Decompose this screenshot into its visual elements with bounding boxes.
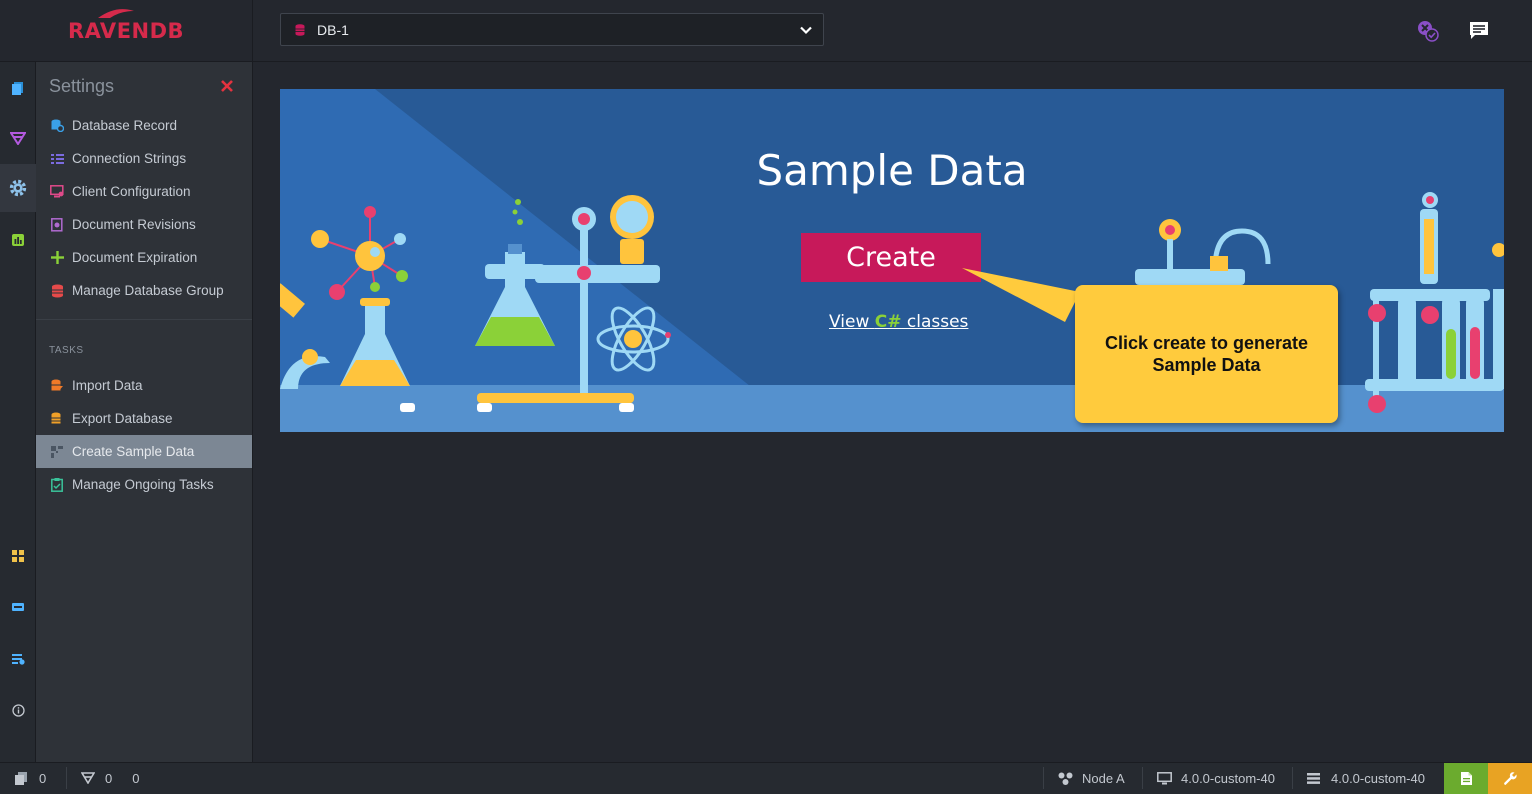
notifications-button[interactable] <box>1466 18 1492 44</box>
rail-documents[interactable] <box>0 64 36 112</box>
support-button[interactable] <box>1488 763 1532 794</box>
tasks-item-manage-ongoing-tasks[interactable]: Manage Ongoing Tasks <box>36 468 252 501</box>
status-bar: 0 0 0 Node A 4.0.0-custom-40 4.0.0-custo… <box>0 762 1532 794</box>
tutorial-callout: Click create to generate Sample Data <box>1075 285 1338 423</box>
settings-item-label: Database Record <box>72 118 178 133</box>
chat-bubble-icon <box>1470 22 1488 39</box>
rail-stats[interactable] <box>0 216 36 264</box>
license-button[interactable] <box>1444 763 1488 794</box>
indexes-icon <box>81 772 95 784</box>
client-version: 4.0.0-custom-40 <box>1181 770 1275 786</box>
view-link-suffix: classes <box>901 312 969 332</box>
status-divider <box>1043 767 1044 789</box>
settings-item-connection-strings[interactable]: Connection Strings <box>36 142 252 175</box>
node-tag: Node A <box>1082 770 1125 786</box>
rail-server-dashboard[interactable] <box>0 532 36 580</box>
create-sample-data-icon <box>50 445 64 459</box>
logo-area[interactable]: RAVENDB <box>0 0 253 62</box>
wrench-icon <box>1503 772 1517 785</box>
top-bar: RAVENDB DB-1 <box>0 0 1532 62</box>
cluster-status-button[interactable] <box>1415 18 1441 44</box>
tasks-item-export-database[interactable]: Export Database <box>36 402 252 435</box>
section-divider <box>36 319 252 320</box>
close-icon[interactable] <box>220 79 234 93</box>
node-tag-cell[interactable]: Node A <box>1058 763 1125 793</box>
rail-settings[interactable] <box>0 164 36 212</box>
plus-icon <box>50 251 64 265</box>
database-name: DB-1 <box>317 21 349 38</box>
settings-item-label: Manage Database Group <box>72 283 224 298</box>
documents-icon <box>15 771 27 785</box>
callout-pointer <box>962 268 1080 322</box>
server-version-cell[interactable]: 4.0.0-custom-40 <box>1307 763 1425 793</box>
rail-databases[interactable] <box>0 635 36 683</box>
monitor-icon <box>1157 771 1172 784</box>
panel-title: Settings <box>49 76 115 96</box>
tasks-section-label: TASKS <box>49 345 84 356</box>
documents-count: 0 <box>39 770 47 786</box>
indexes-count: 0 <box>105 770 113 786</box>
ravendb-logo: RAVENDB <box>67 9 185 43</box>
settings-item-document-expiration[interactable]: Document Expiration <box>36 241 252 274</box>
view-link-language: C# <box>874 312 902 332</box>
server-list-icon <box>1307 772 1320 784</box>
server-icon <box>12 603 24 611</box>
connection-strings-icon <box>50 152 64 166</box>
status-divider <box>66 767 67 789</box>
status-divider <box>1142 767 1143 789</box>
settings-item-manage-database-group[interactable]: Manage Database Group <box>36 274 252 307</box>
tasks-item-label: Import Data <box>72 378 143 393</box>
database-icon <box>295 23 305 36</box>
tasks-item-import-data[interactable]: Import Data <box>36 369 252 402</box>
settings-item-client-configuration[interactable]: Client Configuration <box>36 175 252 208</box>
gear-icon <box>9 179 27 197</box>
settings-item-database-record[interactable]: Database Record <box>36 109 252 142</box>
settings-panel: Settings Database Record Connection Stri… <box>36 62 253 762</box>
documents-icon <box>12 82 23 95</box>
settings-item-label: Document Revisions <box>72 217 196 232</box>
tasks-item-create-sample-data[interactable]: Create Sample Data <box>36 435 252 468</box>
dashboard-icon <box>12 550 24 562</box>
client-version-cell[interactable]: 4.0.0-custom-40 <box>1157 763 1275 793</box>
indexes-errors-count: 0 <box>132 770 140 786</box>
settings-item-label: Document Expiration <box>72 250 198 265</box>
server-version: 4.0.0-custom-40 <box>1331 770 1425 786</box>
database-group-icon <box>50 284 64 298</box>
main-nav-rail <box>0 62 36 762</box>
info-icon <box>11 703 25 717</box>
database-selector[interactable]: DB-1 <box>280 13 824 46</box>
document-revisions-icon <box>50 217 64 232</box>
status-divider <box>1292 767 1293 789</box>
settings-item-label: Connection Strings <box>72 151 187 166</box>
callout-text: Click create to generate Sample Data <box>1104 333 1309 375</box>
raven-wing-icon <box>97 9 134 18</box>
documents-count-cell[interactable]: 0 <box>15 763 46 793</box>
import-data-icon <box>50 379 64 393</box>
database-record-icon <box>50 119 64 133</box>
ongoing-tasks-icon <box>50 477 64 492</box>
indexes-icon <box>10 132 26 145</box>
license-document-icon <box>1460 772 1472 785</box>
view-link-prefix: View <box>829 312 875 332</box>
chevron-down-icon <box>800 26 812 35</box>
stats-icon <box>12 234 24 246</box>
export-database-icon <box>50 412 64 426</box>
indexes-count-cell[interactable]: 0 0 <box>81 763 139 793</box>
create-sample-data-button[interactable]: Create <box>801 233 981 282</box>
logo-text: RAVENDB <box>67 19 185 43</box>
rail-indexes[interactable] <box>0 114 36 162</box>
tasks-item-label: Manage Ongoing Tasks <box>72 477 214 492</box>
view-csharp-classes-link[interactable]: View C# classes <box>829 312 968 332</box>
cluster-status-icon <box>1418 21 1439 42</box>
databases-list-icon <box>11 654 25 665</box>
tasks-item-label: Export Database <box>72 411 173 426</box>
banner-title: Sample Data <box>756 146 1028 195</box>
rail-about[interactable] <box>0 686 36 734</box>
rail-manage-server[interactable] <box>0 583 36 631</box>
settings-item-label: Client Configuration <box>72 184 191 199</box>
tasks-item-label: Create Sample Data <box>72 444 195 459</box>
client-configuration-icon <box>50 185 64 199</box>
cluster-node-icon <box>1058 772 1073 785</box>
settings-item-document-revisions[interactable]: Document Revisions <box>36 208 252 241</box>
